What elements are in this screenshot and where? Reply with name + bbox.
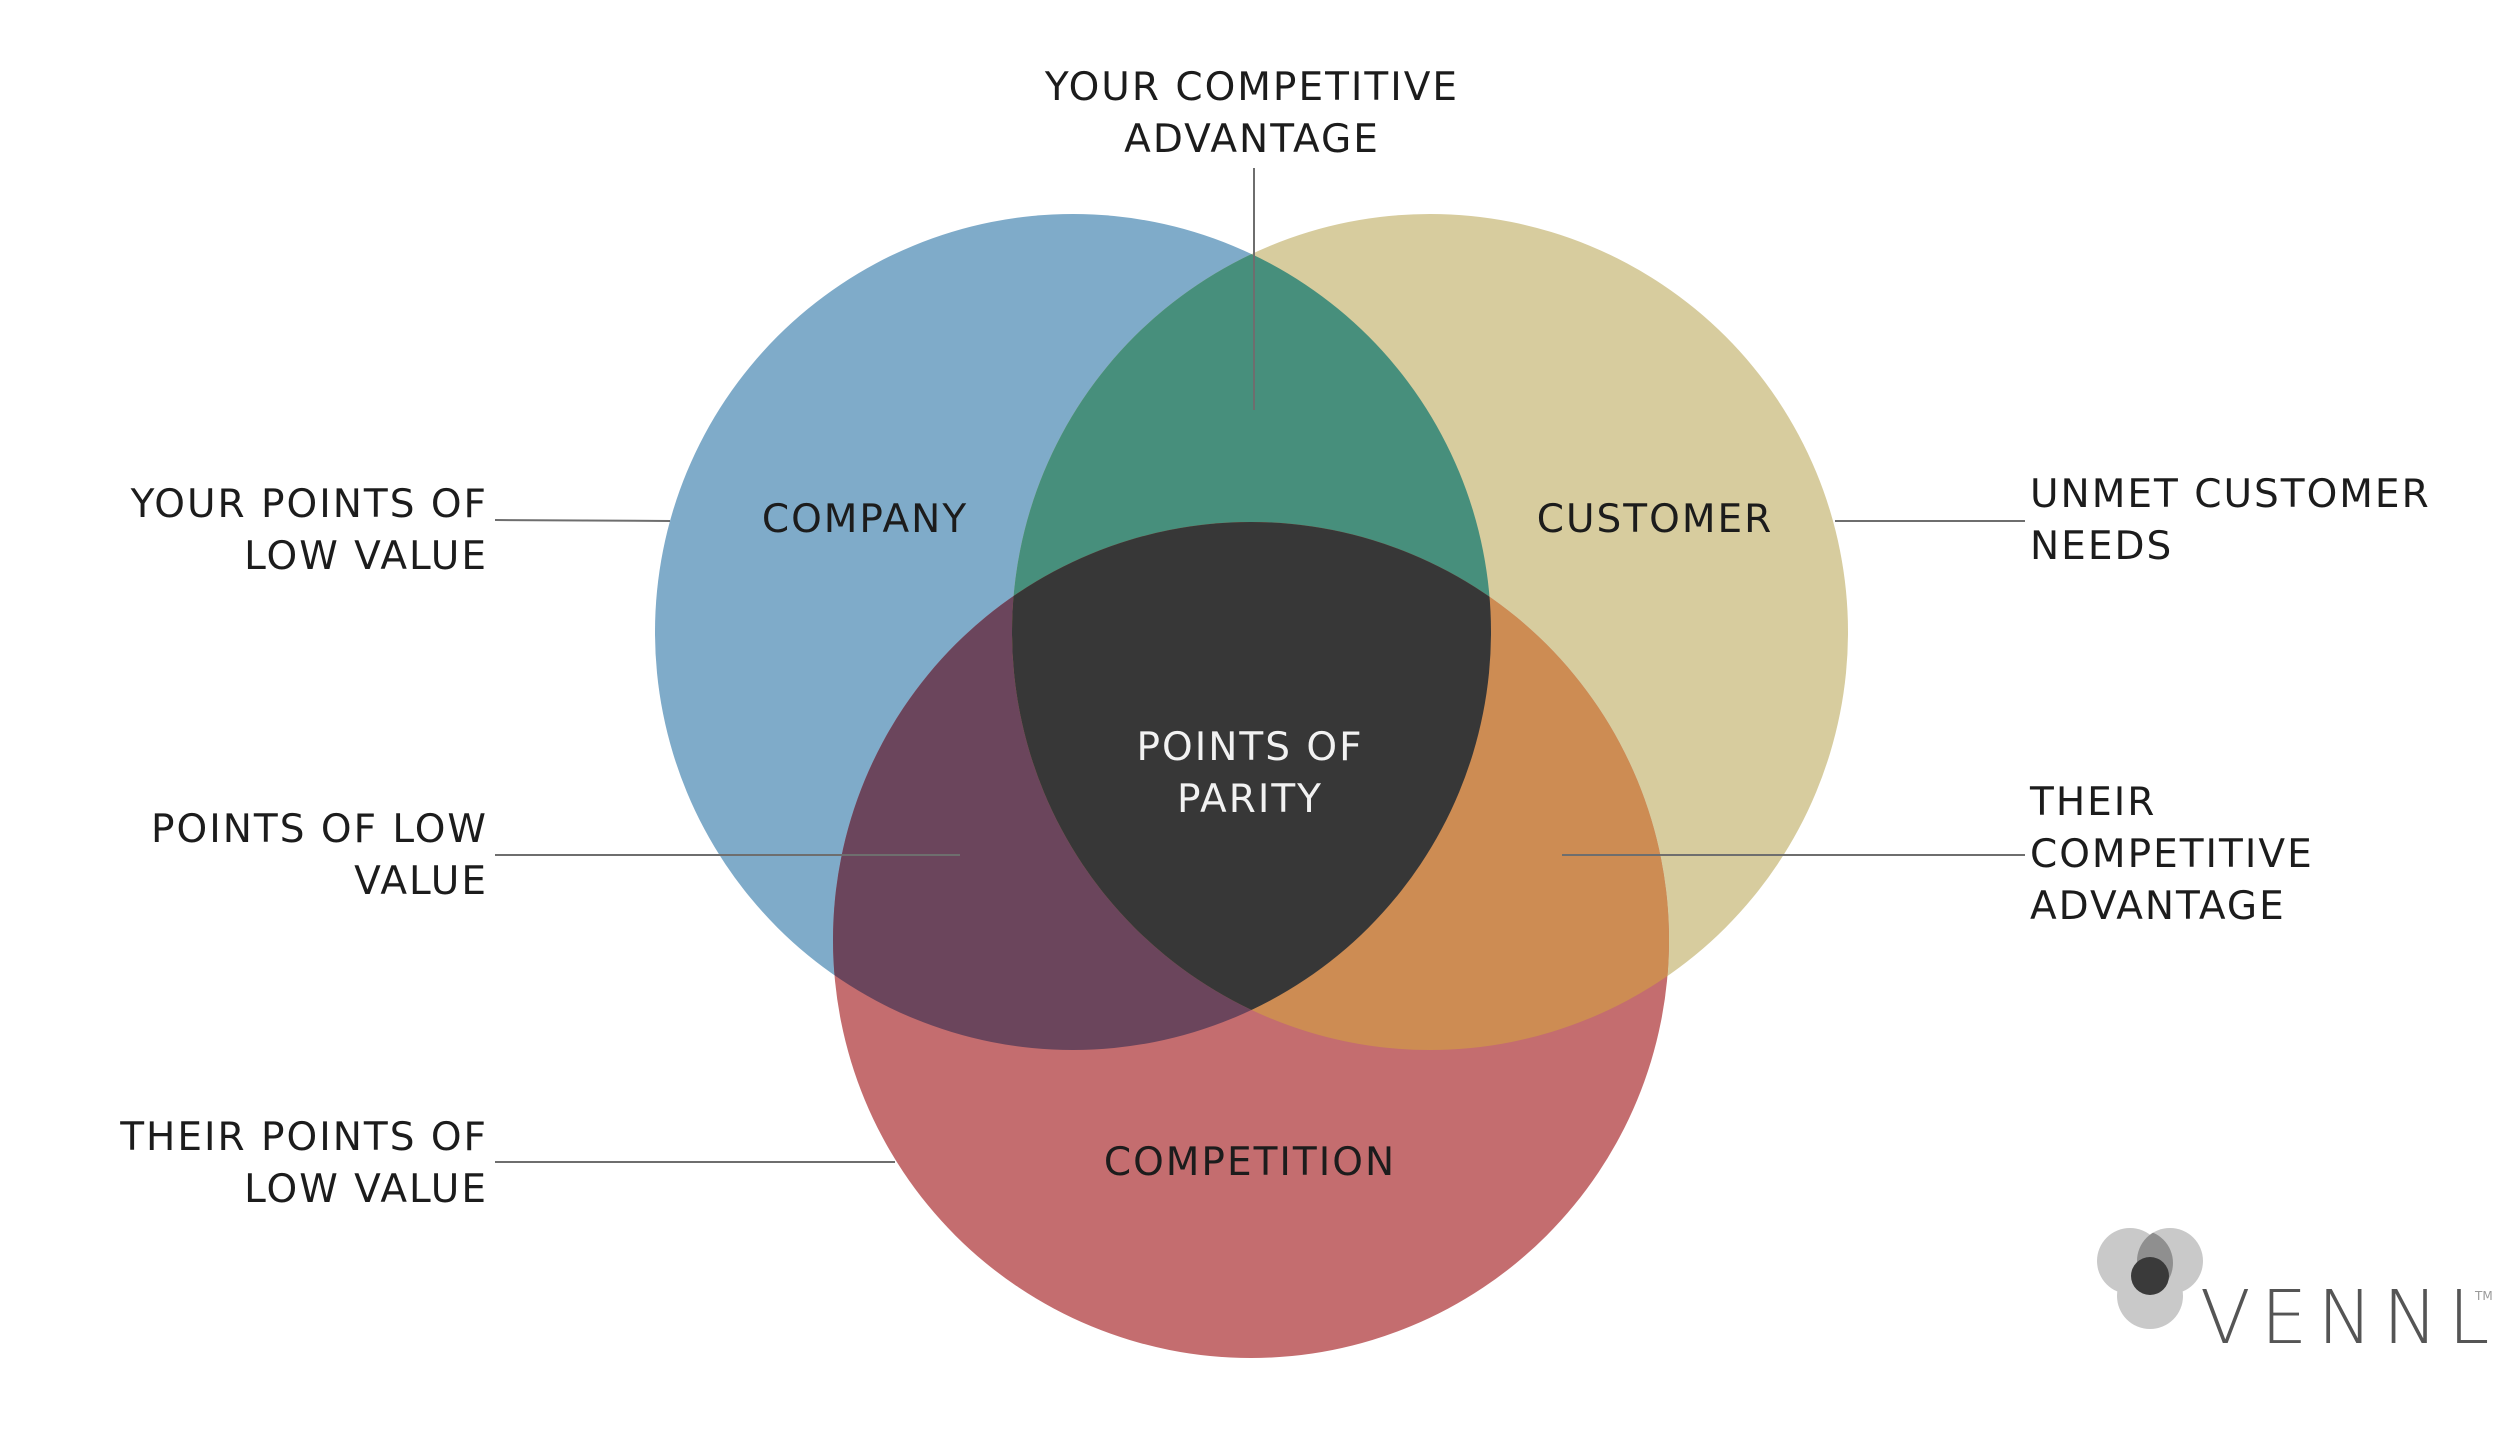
their-competitive-advantage-line3: ADVANTAGE xyxy=(2030,884,2286,929)
their-competitive-advantage-line1: THEIR xyxy=(2029,780,2156,825)
your-points-of-low-value-line2: LOW VALUE xyxy=(244,534,488,579)
center-label-line1: POINTS OF xyxy=(1137,725,1364,770)
logo-wordmark: VENNLI xyxy=(2200,1275,2500,1361)
triple-overlap xyxy=(1012,522,1491,1050)
your-points-of-low-value-line1: YOUR POINTS OF xyxy=(130,482,488,527)
unmet-customer-needs-line1: UNMET CUSTOMER xyxy=(2030,472,2431,517)
company-label: COMPANY xyxy=(762,497,968,542)
their-points-of-low-value-line1: THEIR POINTS OF xyxy=(119,1115,488,1160)
leader-your-points-of-low-value xyxy=(494,519,671,522)
venn-logo-icon xyxy=(2097,1228,2203,1329)
points-of-low-value-line1: POINTS OF LOW xyxy=(151,807,488,852)
points-of-low-value-line2: VALUE xyxy=(354,859,488,904)
competition-label: COMPETITION xyxy=(1104,1140,1396,1185)
their-points-of-low-value-line2: LOW VALUE xyxy=(244,1167,488,1212)
your-competitive-advantage-line2: ADVANTAGE xyxy=(1124,117,1380,162)
customer-label: CUSTOMER xyxy=(1537,497,1773,542)
your-competitive-advantage-line1: YOUR COMPETITIVE xyxy=(1044,65,1459,110)
logo-trademark: TM xyxy=(2474,1289,2493,1303)
center-label-line2: PARITY xyxy=(1177,777,1323,822)
their-competitive-advantage-line2: COMPETITIVE xyxy=(2030,832,2314,877)
unmet-customer-needs-line2: NEEDS xyxy=(2030,524,2173,569)
